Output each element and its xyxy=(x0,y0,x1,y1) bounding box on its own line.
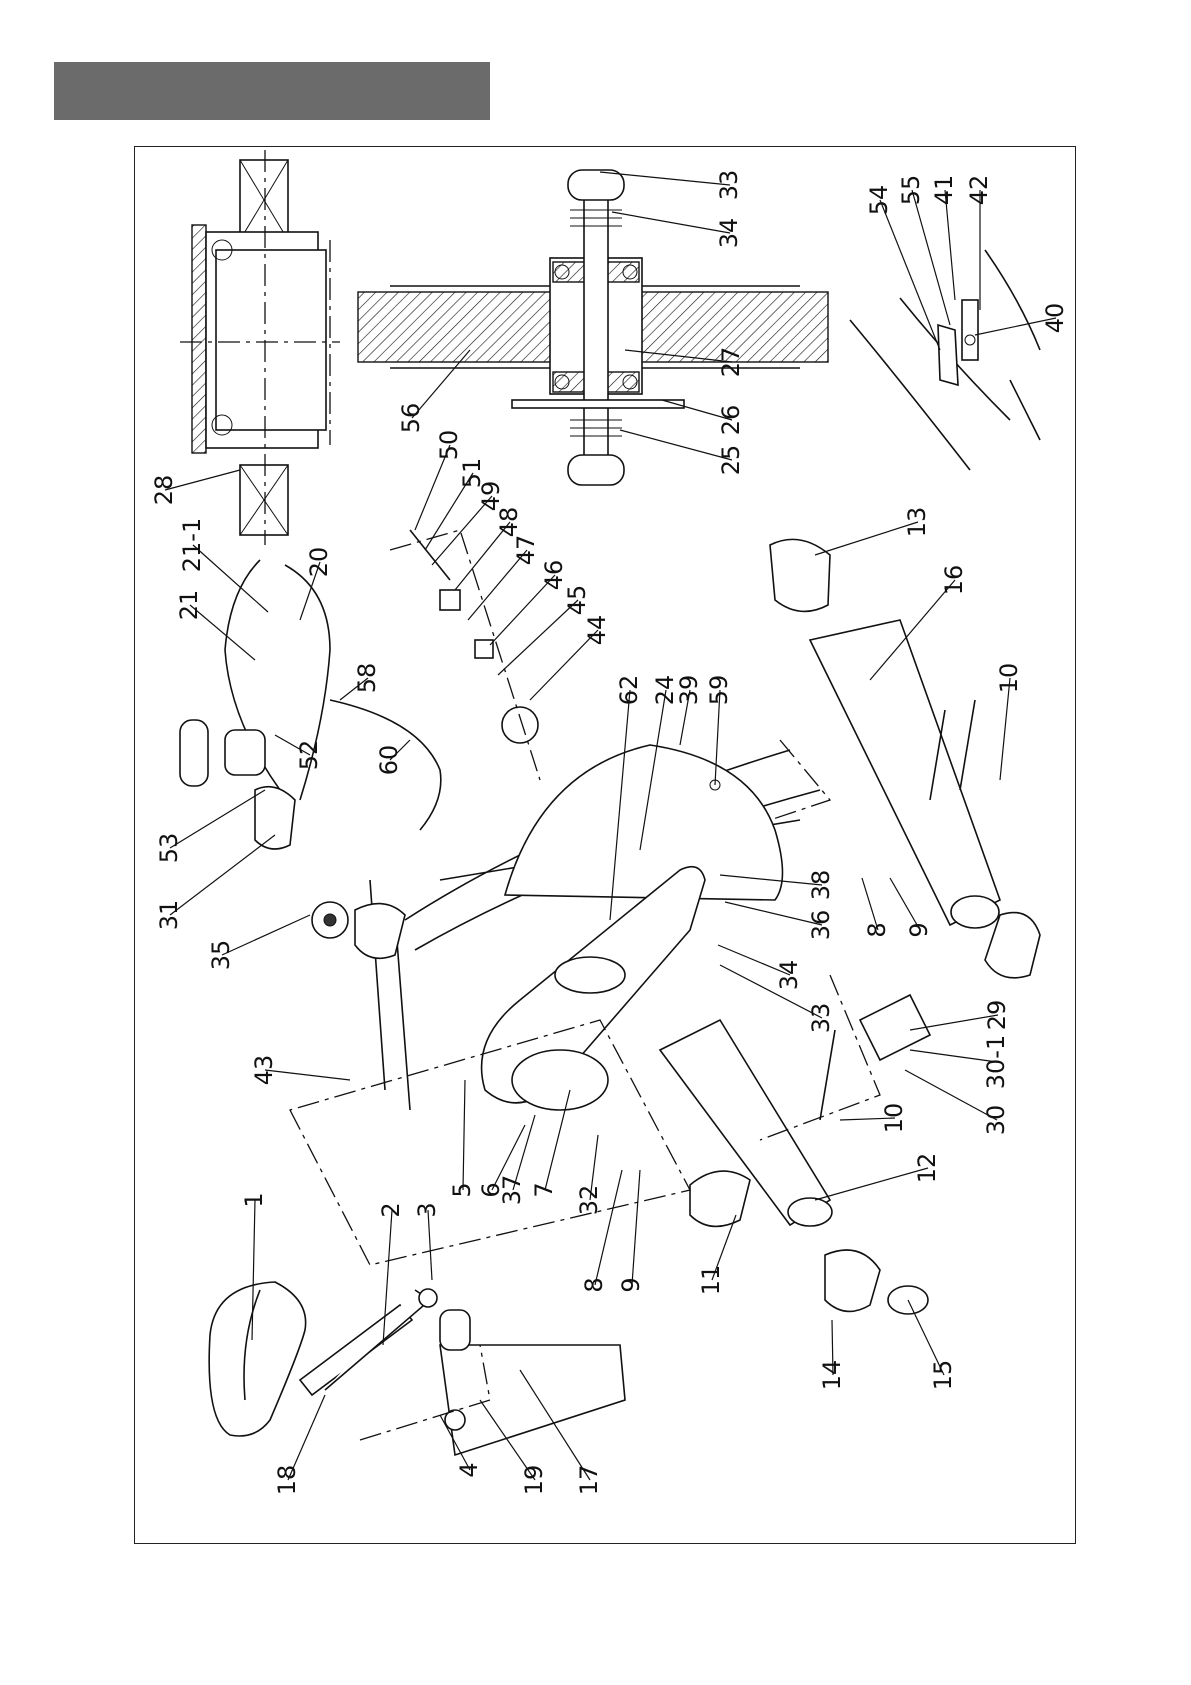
callout-c21: 21 xyxy=(175,590,203,621)
callout-c20: 20 xyxy=(305,547,333,578)
bike-frame xyxy=(180,530,1040,1455)
callout-c62: 62 xyxy=(615,675,643,706)
callout-c1: 1 xyxy=(240,1192,268,1207)
flywheel-axle-section xyxy=(358,170,828,485)
callout-c34b: 34 xyxy=(775,960,803,991)
callout-c9a: 9 xyxy=(617,1277,645,1292)
callout-c53: 53 xyxy=(155,833,183,864)
leader-line-c35 xyxy=(222,915,310,955)
callout-c54: 54 xyxy=(865,185,893,216)
callout-c33a: 33 xyxy=(715,170,743,201)
callout-c5: 5 xyxy=(448,1182,476,1197)
callout-c40: 40 xyxy=(1041,303,1069,334)
callout-c46: 46 xyxy=(540,560,568,591)
callout-c7: 7 xyxy=(530,1182,558,1197)
leader-line-c9a xyxy=(632,1170,640,1285)
callout-c11: 11 xyxy=(697,1265,725,1296)
callout-c33b: 33 xyxy=(807,1003,835,1034)
callout-c39: 39 xyxy=(675,675,703,706)
callout-c10a: 10 xyxy=(880,1103,908,1134)
callout-c29: 29 xyxy=(983,1000,1011,1031)
leader-line-c53 xyxy=(170,790,265,848)
callout-c58: 58 xyxy=(353,663,381,694)
callout-c38: 38 xyxy=(807,870,835,901)
leader-line-c25 xyxy=(620,430,732,460)
callout-c21-1: 21-1 xyxy=(178,518,206,572)
callout-c35: 35 xyxy=(207,940,235,971)
callout-c52: 52 xyxy=(295,740,323,771)
callout-c15: 15 xyxy=(929,1360,957,1391)
leader-line-c31 xyxy=(170,835,275,915)
callout-c16: 16 xyxy=(940,565,968,596)
callout-c4: 4 xyxy=(455,1462,483,1477)
callout-c17: 17 xyxy=(575,1465,603,1496)
brake-pad-detail xyxy=(850,250,1040,470)
callout-c56: 56 xyxy=(397,403,425,434)
callout-c43: 43 xyxy=(250,1055,278,1086)
callout-c8b: 8 xyxy=(863,922,891,937)
callout-c31: 31 xyxy=(155,900,183,931)
callout-c30: 30 xyxy=(982,1105,1010,1136)
callout-c27: 27 xyxy=(717,347,745,378)
leader-line-c5 xyxy=(463,1080,465,1190)
saddle xyxy=(209,1282,305,1436)
callout-c50: 50 xyxy=(435,430,463,461)
callout-c41: 41 xyxy=(930,175,958,206)
callout-c47: 47 xyxy=(512,535,540,566)
leader-line-c12 xyxy=(815,1168,928,1200)
callout-c26: 26 xyxy=(717,405,745,436)
front-stabilizer xyxy=(810,620,1000,925)
callout-c30-1: 30-1 xyxy=(982,1035,1010,1089)
bottom-bracket-section xyxy=(180,150,340,545)
leader-line-c9b xyxy=(890,878,920,930)
callout-c36: 36 xyxy=(807,910,835,941)
callout-c25: 25 xyxy=(717,445,745,476)
leader-line-c8b xyxy=(862,878,878,930)
callout-c55: 55 xyxy=(897,175,925,206)
callout-c3: 3 xyxy=(413,1202,441,1217)
callout-c13: 13 xyxy=(903,507,931,538)
leader-line-c41 xyxy=(945,190,955,300)
callout-c19: 19 xyxy=(520,1465,548,1496)
callout-c60: 60 xyxy=(375,745,403,776)
callout-c8a: 8 xyxy=(580,1277,608,1292)
leader-line-c54 xyxy=(880,200,940,350)
callout-c44: 44 xyxy=(583,615,611,646)
callout-c18: 18 xyxy=(273,1465,301,1496)
callout-c28: 28 xyxy=(150,475,178,506)
callout-c32: 32 xyxy=(575,1185,603,1216)
callout-c14: 14 xyxy=(818,1360,846,1391)
callout-c9b: 9 xyxy=(905,922,933,937)
callout-c2: 2 xyxy=(377,1202,405,1217)
callout-c51: 51 xyxy=(458,458,486,489)
callout-c10b: 10 xyxy=(995,663,1023,694)
callout-c34a: 34 xyxy=(715,218,743,249)
callout-c37: 37 xyxy=(498,1175,526,1206)
leader-line-c3 xyxy=(428,1210,432,1280)
leader-line-c55 xyxy=(912,190,950,325)
leader-line-c34a xyxy=(612,212,730,233)
callout-c12: 12 xyxy=(913,1153,941,1184)
callout-c59: 59 xyxy=(705,675,733,706)
callout-c42: 42 xyxy=(965,175,993,206)
